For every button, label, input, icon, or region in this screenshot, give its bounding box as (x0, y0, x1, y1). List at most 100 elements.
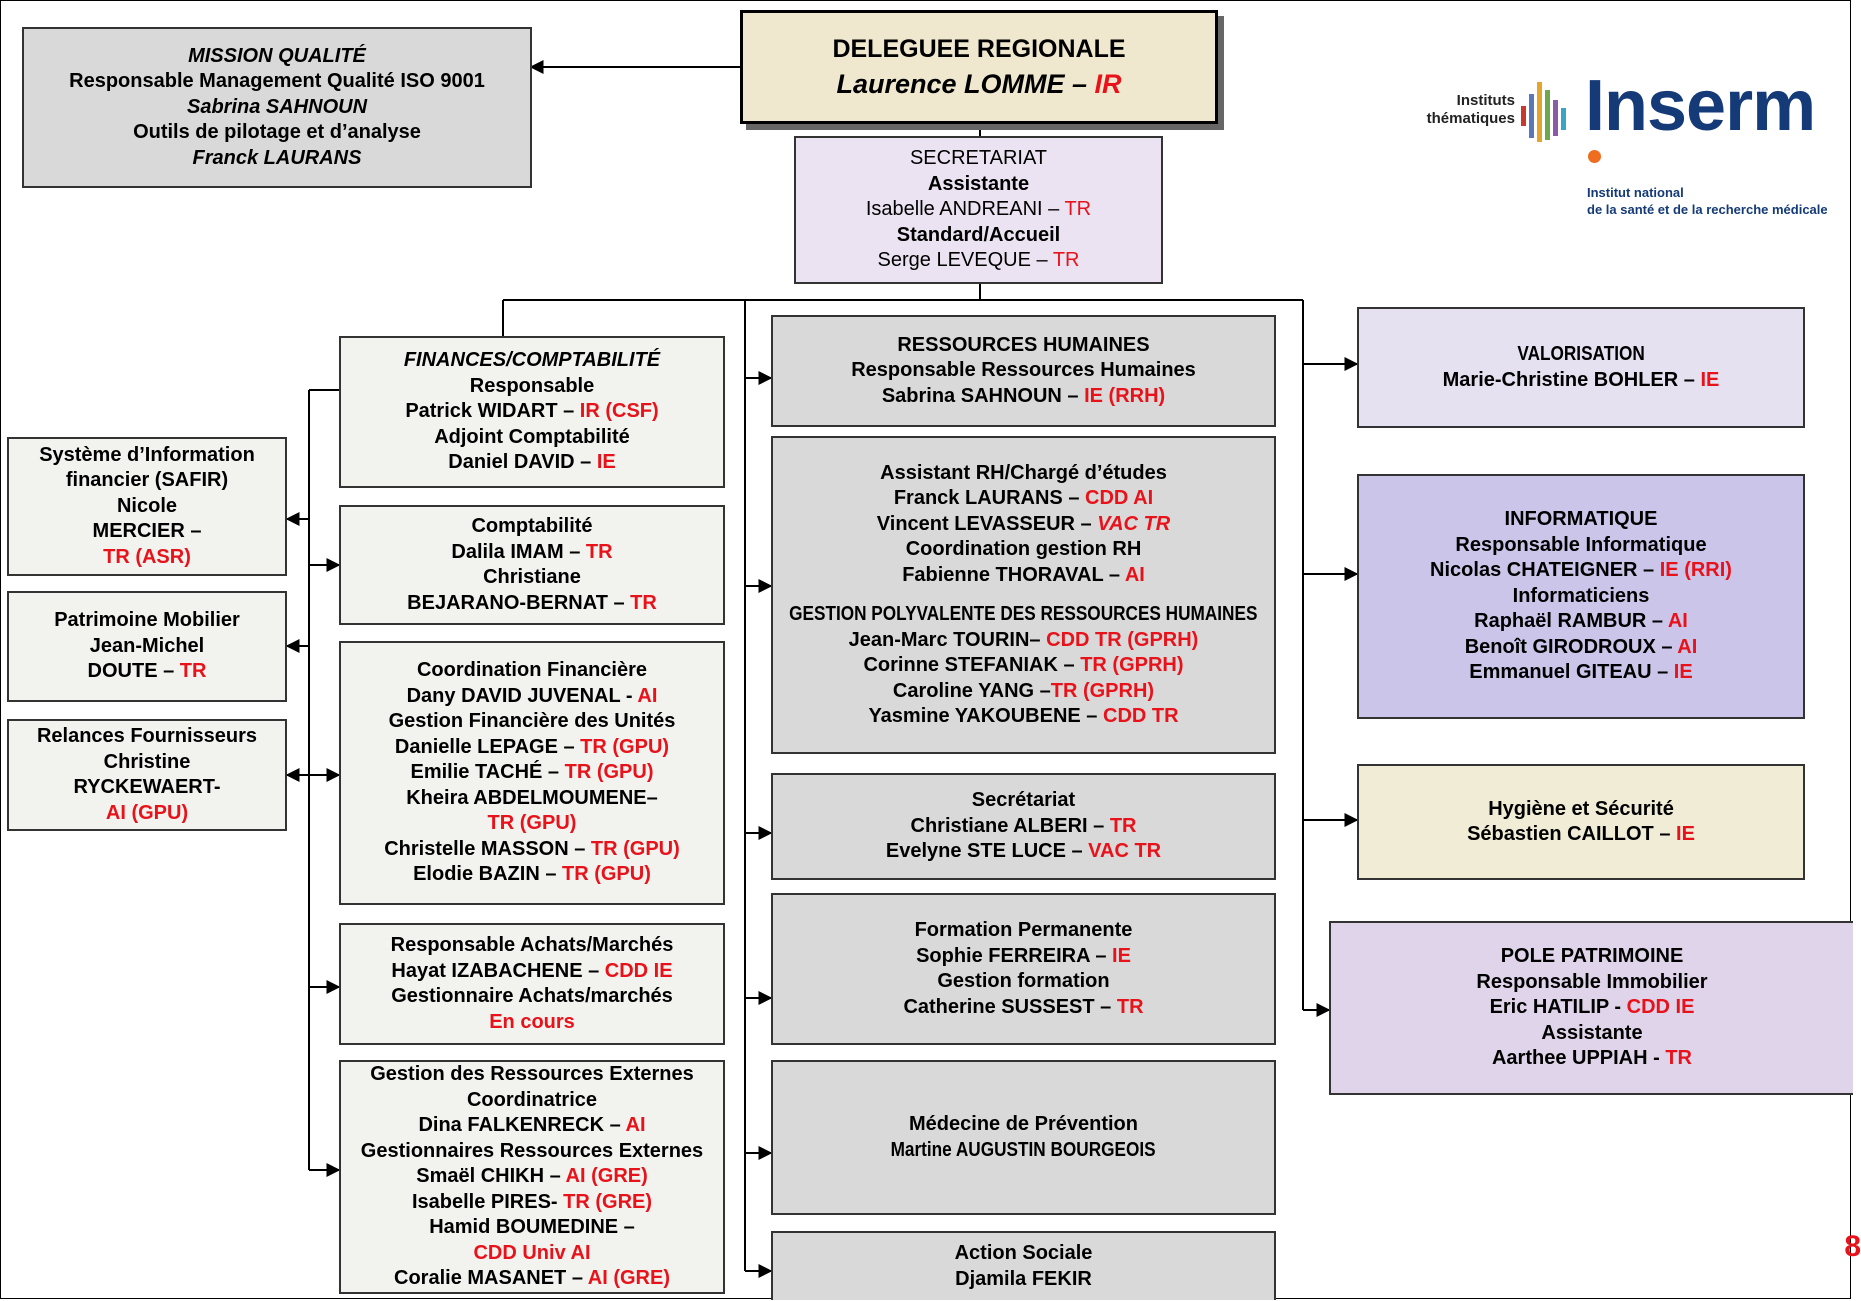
grade-label: IE (1700, 368, 1720, 391)
grade-label: CDD Univ AI (473, 1241, 591, 1264)
text-label: Aarthee UPPIAH - (1491, 1047, 1666, 1070)
text-label: Outils de pilotage et d’analyse (133, 121, 421, 144)
box-line: Responsable Immobilier (1476, 970, 1707, 996)
box-line: Relances Fournisseurs (37, 724, 257, 750)
valorisation-box: VALORISATION Marie-Christine BOHLER – IE (1357, 307, 1805, 428)
box-line: Yasmine YAKOUBENE – CDD TR (868, 704, 1178, 730)
text-label: Assistante (927, 172, 1030, 195)
grade-label: CDD IE (604, 959, 673, 982)
box-line: Smaël CHIKH – AI (GRE) (416, 1164, 648, 1190)
text-label: MERCIER – (92, 520, 202, 543)
text-label: Informaticiens (1512, 584, 1650, 607)
text-label: POLE PATRIMOINE (1500, 945, 1684, 968)
grade-label: IR (CSF) (579, 400, 659, 423)
box-line: Système d’Information (39, 443, 255, 469)
box-line: Hayat IZABACHENE – CDD IE (391, 959, 672, 985)
box-line: INFORMATIQUE (1505, 507, 1658, 533)
text-label: Caroline YANG – (892, 679, 1051, 702)
text-label: INFORMATIQUE (1504, 508, 1658, 531)
text-label: Responsable Immobilier (1476, 970, 1708, 993)
box-line: Marie-Christine BOHLER – IE (1443, 368, 1720, 394)
text-label: Gestion formation (937, 970, 1110, 992)
box-line: TR (GPU) (488, 811, 577, 837)
text-label: Kheira ABDELMOUMENE– (406, 786, 658, 809)
grade-label: TR (GPU) (487, 812, 577, 835)
grade-label: TR (GPRH) (1050, 679, 1155, 702)
grade-label: TR (1665, 1047, 1693, 1070)
grade-label: AI (625, 1114, 646, 1137)
text-label: Jean-Marc TOURIN– (848, 628, 1047, 651)
box-line: Dalila IMAM – TR (451, 540, 612, 566)
text-label: Assistante (1541, 1021, 1643, 1044)
box-line: Assistant RH/Chargé d’études (880, 461, 1167, 487)
text-label: financier (SAFIR) (65, 469, 229, 492)
text-label: Isabelle PIRES- (411, 1190, 564, 1213)
text-label: Christine (103, 750, 191, 773)
box-line: MERCIER – (93, 519, 202, 545)
box-line: Catherine SUSSEST – TR (903, 995, 1143, 1021)
box-line: Eric HATILIP - CDD IE (1490, 995, 1695, 1021)
text-label: Martine AUGUSTIN BOURGEOIS (890, 1138, 1157, 1161)
grade-label: TR (1109, 814, 1137, 837)
grade-label: TR (GPU) (562, 863, 651, 886)
text-label: Fabienne THORAVAL – (902, 563, 1125, 586)
text-label: RESSOURCES HUMAINES (897, 333, 1150, 356)
grade-label: IE (1676, 823, 1695, 845)
text-label: Vincent LEVASSEUR – (876, 512, 1098, 535)
box-line: TR (ASR) (103, 545, 191, 571)
text-label: Hygiène et Sécurité (1488, 797, 1674, 820)
box-line: Christelle MASSON – TR (GPU) (384, 837, 680, 863)
text-label: Nicolas CHATEIGNER – (1430, 559, 1660, 582)
text-label: Coralie MASANET – (394, 1267, 588, 1290)
text-label: Isabelle ANDREANI – (865, 198, 1065, 221)
box-line: Outils de pilotage et d’analyse (133, 120, 421, 146)
box-line: Responsable Management Qualité ISO 9001 (69, 69, 485, 95)
text-label: Benoît GIRODROUX – (1464, 635, 1678, 658)
box-line: Gestionnaire Achats/marchés (391, 984, 673, 1010)
grade-label: TR (1116, 995, 1144, 1018)
grade-label: IE (596, 451, 616, 474)
grade-label: TR (630, 591, 657, 614)
box-line: Vincent LEVASSEUR – VAC TR (877, 512, 1170, 538)
text-label: RYCKEWAERT- (73, 776, 221, 798)
box-line: Christiane ALBERI – TR (911, 814, 1137, 840)
box-line: Fabienne THORAVAL – AI (902, 563, 1145, 589)
box-line: Elodie BAZIN – TR (GPU) (413, 862, 651, 888)
text-label: Dina FALKENRECK – (418, 1114, 626, 1137)
box-line: Evelyne STE LUCE – VAC TR (886, 839, 1161, 865)
text-label: Secrétariat (971, 789, 1076, 812)
box-line: Dany DAVID JUVENAL - AI (407, 684, 658, 710)
text-label: Corinne STEFANIAK – (863, 654, 1081, 676)
text-label: VALORISATION (1517, 343, 1645, 365)
text-label: Gestion des Ressources Externes (370, 1063, 694, 1086)
box-line: Gestion Financière des Unités (389, 709, 676, 735)
box-line: Corinne STEFANIAK – TR (GPRH) (863, 653, 1183, 679)
text-label: Emmanuel GITEAU – (1469, 661, 1674, 684)
text-label: Yasmine YAKOUBENE – (868, 705, 1103, 727)
header-grade: IR (1094, 69, 1122, 99)
grade-label: TR (1064, 198, 1092, 221)
box-line: Action Sociale (955, 1241, 1093, 1267)
text-label: Franck LAURANS (192, 146, 362, 169)
text-label: Christiane (483, 566, 581, 588)
box-line: Responsable (470, 374, 594, 400)
text-label: Daniel DAVID – (448, 451, 597, 474)
text-label: Responsable Management Qualité ISO 9001 (69, 70, 485, 93)
box-line: Nicolas CHATEIGNER – IE (RRI) (1430, 558, 1732, 584)
box-line: Nicole (117, 494, 177, 520)
box-line: Emmanuel GITEAU – IE (1469, 660, 1692, 686)
box-line: Formation Permanente (915, 918, 1133, 944)
box-line: Standard/Accueil (897, 223, 1060, 249)
text-label: Coordination gestion RH (905, 538, 1142, 560)
